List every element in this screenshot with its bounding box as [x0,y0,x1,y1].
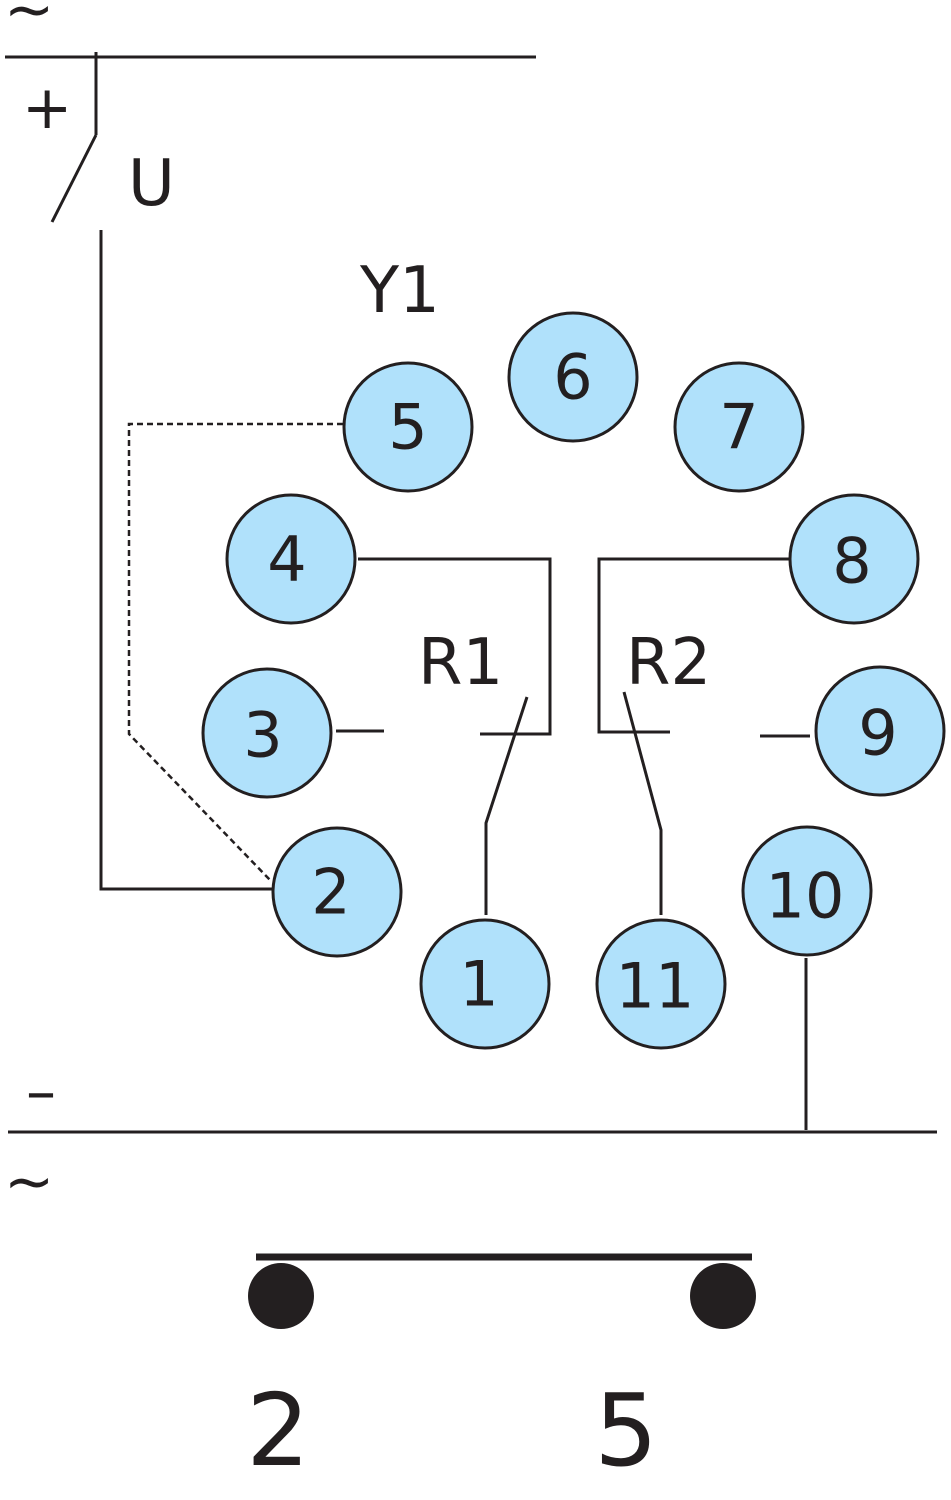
dashed-link-5-to-2 [127,422,343,881]
relay-name: Y1 [359,254,440,328]
pin-5-circle [342,361,474,493]
ac-symbol-top: ~ [4,0,54,45]
minus-sign: – [26,1057,56,1127]
pin-11: 11 [595,918,727,1050]
pin-4-circle [225,493,357,625]
pin-6-circle [507,311,639,443]
pin-8-circle [788,493,920,625]
pin-6-number: 6 [553,341,592,414]
pin-6: 6 [507,311,639,443]
pin-11-circle [595,918,727,1050]
pin-2: 2 [271,826,403,958]
pin-9-circle [814,665,946,797]
pin-4-number: 4 [267,523,306,596]
pin-10-circle [741,825,873,957]
pin-10: 10 [741,825,873,957]
pin-9: 9 [814,665,946,797]
pin-2-circle [271,826,403,958]
pin-2-number: 2 [311,856,350,929]
contact-r2-label: R2 [626,626,711,700]
pin-7-number: 7 [719,391,758,464]
pin-7: 7 [673,361,805,493]
pin-7-circle [673,361,805,493]
pin-1: 1 [419,918,551,1050]
ac-symbol-bottom: ~ [4,1147,54,1217]
pin-5-number: 5 [388,391,427,464]
pin-1-number: 1 [459,948,498,1021]
pin-1-circle [419,918,551,1050]
r2-blade [622,691,663,915]
jumper-label-right: 5 [594,1372,658,1489]
pin-3-number: 3 [243,699,282,772]
pin-8: 8 [788,493,920,625]
switch-label: U [128,147,175,221]
pin-4: 4 [225,493,357,625]
jumper-dot-right [690,1263,756,1329]
pin-9-number: 9 [858,697,897,770]
supply-wire-to-pin-2 [99,230,274,891]
pin-3-circle [201,667,333,799]
pin-11-number: 11 [616,950,695,1023]
plus-sign: + [22,73,72,143]
pin-5: 5 [342,361,474,493]
jumper-label-left: 2 [246,1372,310,1489]
pin-10-number: 10 [766,860,845,933]
pin-3: 3 [201,667,333,799]
contact-r1-label: R1 [418,626,503,700]
r1-blade [484,696,529,915]
switch-blade [50,134,98,223]
pin-8-number: 8 [832,525,871,598]
jumper-dot-left [248,1263,314,1329]
